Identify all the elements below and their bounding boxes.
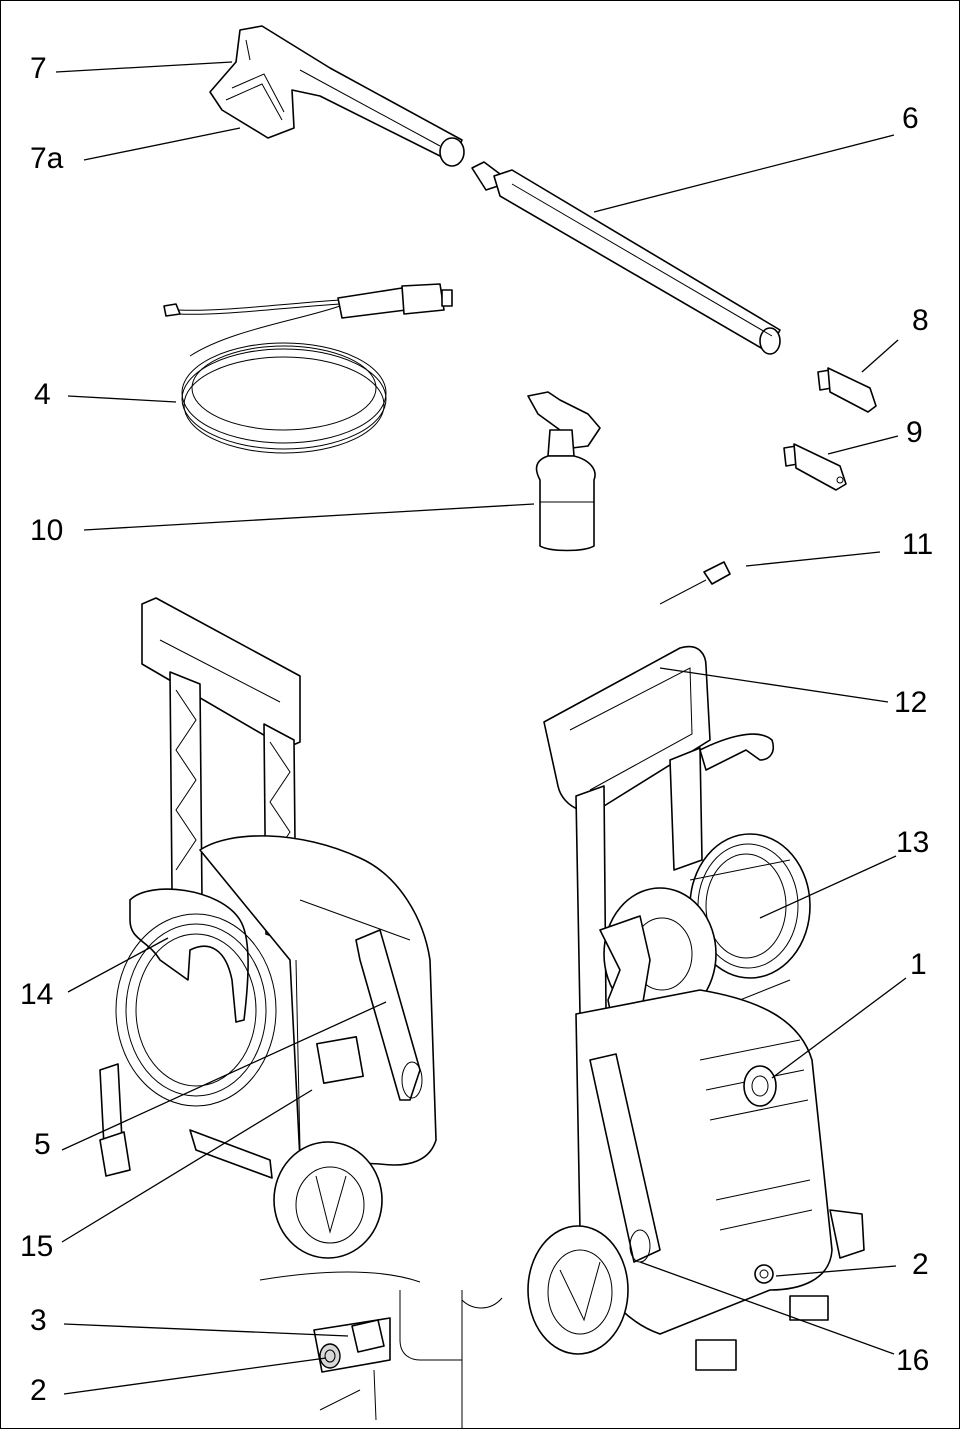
callout-7a: 7a <box>30 142 64 175</box>
callout-3: 3 <box>30 1304 47 1337</box>
callout-6: 6 <box>902 102 919 135</box>
machine-rear-view <box>99 597 437 1259</box>
callout-14: 14 <box>20 978 54 1011</box>
callout-16: 16 <box>896 1344 930 1377</box>
callout-11: 11 <box>902 528 934 561</box>
callout-8: 8 <box>912 304 929 337</box>
callout-9: 9 <box>906 416 923 449</box>
callout-2-outlet: 2 <box>912 1248 929 1281</box>
high-pressure-hose <box>163 283 453 454</box>
callout-10: 10 <box>30 514 64 547</box>
cleaning-needle <box>659 561 731 605</box>
callout-2-inlet: 2 <box>30 1374 47 1407</box>
callout-7: 7 <box>30 52 47 85</box>
machine-front-view <box>527 645 865 1371</box>
nozzle-9 <box>783 443 847 491</box>
callout-13: 13 <box>896 826 930 859</box>
callout-1: 1 <box>910 948 927 981</box>
detergent-bottle <box>527 391 601 552</box>
trigger-gun <box>209 25 465 167</box>
callout-15: 15 <box>20 1230 54 1263</box>
callout-12: 12 <box>894 686 928 719</box>
callout-5: 5 <box>34 1128 51 1161</box>
spray-lance <box>471 161 781 355</box>
callout-4: 4 <box>34 378 51 411</box>
leader-lines <box>55 61 907 1395</box>
nozzle-8 <box>817 367 877 413</box>
inlet-detail <box>259 1271 503 1429</box>
